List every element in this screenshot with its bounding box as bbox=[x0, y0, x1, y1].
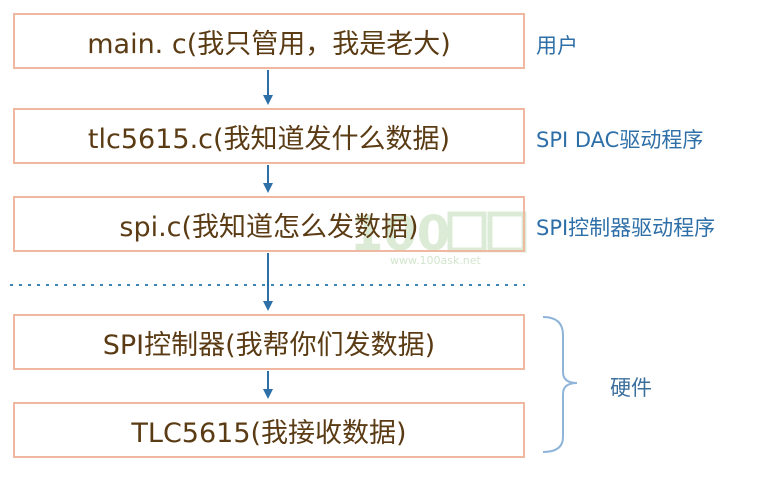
label-spi-dac-driver: SPI DAC驱动程序 bbox=[536, 128, 704, 152]
label-hardware: 硬件 bbox=[610, 376, 652, 400]
spi-c-box: spi.c(我知道怎么发数据) bbox=[13, 196, 525, 252]
label-user: 用户 bbox=[536, 34, 578, 58]
tlc5615-chip-box: TLC5615(我接收数据) bbox=[13, 402, 525, 458]
watermark-url: www.100ask.net bbox=[390, 254, 481, 267]
svg-text:100: 100 bbox=[350, 206, 450, 262]
tlc5615-c-box: tlc5615.c(我知道发什么数据) bbox=[13, 108, 525, 164]
hardware-brace bbox=[542, 316, 578, 453]
main-c-box: main. c(我只管用，我是老大) bbox=[13, 13, 525, 69]
spi-controller-box: SPI控制器(我帮你们发数据) bbox=[13, 314, 525, 370]
label-spi-controller-driver: SPI控制器驱动程序 bbox=[536, 216, 716, 240]
